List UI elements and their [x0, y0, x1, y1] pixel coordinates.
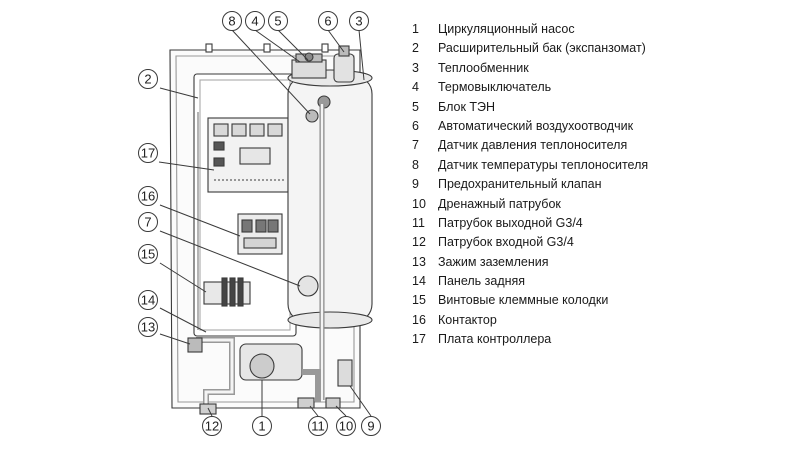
callout-4: 4	[245, 11, 265, 31]
legend-text: Контактор	[438, 312, 497, 327]
legend-text: Датчик температуры теплоносителя	[438, 157, 649, 172]
legend-number: 9	[412, 177, 419, 192]
legend-number: 17	[412, 332, 426, 347]
legend-number: 11	[412, 215, 425, 230]
legend-item: 6 Автоматический воздухоотводчик	[412, 117, 648, 136]
legend-number: 6	[412, 118, 419, 133]
svg-text:5: 5	[274, 14, 281, 29]
controller-board	[207, 117, 289, 193]
legend-item: 8 Датчик температуры теплоносителя	[412, 156, 648, 175]
legend-item: 10 Дренажный патрубок	[412, 195, 648, 214]
svg-text:7: 7	[144, 215, 151, 230]
callout-8: 8	[222, 11, 242, 31]
legend-text: Датчик давления теплоносителя	[438, 138, 628, 153]
callout-9: 9	[361, 416, 381, 436]
air-vent	[333, 45, 355, 83]
svg-text:8: 8	[228, 14, 235, 29]
callout-11: 11	[308, 416, 328, 436]
callout-1: 1	[252, 416, 272, 436]
legend-item: 14 Панель задняя	[412, 272, 648, 291]
callout-10: 10	[336, 416, 356, 436]
legend-item: 16 Контактор	[412, 311, 648, 330]
legend-text: Блок ТЭН	[438, 99, 496, 114]
legend-number: 16	[412, 312, 426, 327]
legend-number: 13	[412, 254, 426, 269]
legend-number: 3	[412, 60, 419, 75]
legend-number: 4	[412, 80, 419, 95]
svg-text:1: 1	[258, 419, 265, 434]
callout-6: 6	[318, 11, 338, 31]
svg-text:14: 14	[141, 293, 155, 308]
callout-12: 12	[202, 416, 222, 436]
legend-item: 5 Блок ТЭН	[412, 98, 648, 117]
legend-text: Панель задняя	[438, 274, 526, 289]
legend-text: Термовыключатель	[438, 80, 552, 95]
legend-text: Зажим заземления	[438, 254, 549, 269]
legend-text: Патрубок выходной G3/4	[438, 215, 583, 230]
svg-text:13: 13	[141, 320, 155, 335]
contactor	[237, 213, 283, 255]
legend-item: 3 Теплообменник	[412, 59, 648, 78]
terminal-blocks	[203, 277, 251, 307]
heating-element-block	[291, 52, 327, 79]
legend-number: 8	[412, 157, 419, 172]
legend-item: 15 Винтовые клеммные колодки	[412, 291, 648, 310]
callout-3: 3	[349, 11, 369, 31]
svg-text:2: 2	[144, 72, 151, 87]
legend-item: 7 Датчик давления теплоносителя	[412, 136, 648, 155]
callout-7: 7	[138, 212, 158, 232]
legend-text: Патрубок входной G3/4	[438, 235, 574, 250]
legend-item: 12 Патрубок входной G3/4	[412, 233, 648, 252]
legend-text: Дренажный патрубок	[438, 196, 561, 211]
circulation-pump	[239, 343, 303, 381]
boiler-diagram: 8 4 5 6 3 2 17 16 7 15 14 13 12 1 11 10 …	[138, 11, 381, 436]
legend-number: 14	[412, 274, 426, 289]
callout-14: 14	[138, 290, 158, 310]
svg-text:17: 17	[141, 146, 155, 161]
svg-text:9: 9	[367, 419, 374, 434]
svg-text:12: 12	[205, 419, 219, 434]
legend-item: 2 Расширительный бак (экспанзомат)	[412, 39, 648, 58]
legend-number: 15	[412, 293, 426, 308]
legend-text: Теплообменник	[438, 60, 529, 75]
callout-2: 2	[138, 69, 158, 89]
legend-number: 2	[412, 41, 419, 56]
svg-text:6: 6	[324, 14, 331, 29]
legend-item: 13 Зажим заземления	[412, 253, 648, 272]
legend-number: 10	[412, 196, 426, 211]
svg-text:11: 11	[311, 419, 325, 434]
svg-text:10: 10	[339, 419, 353, 434]
legend-text: Автоматический воздухоотводчик	[438, 118, 634, 133]
legend-item: 9 Предохранительный клапан	[412, 175, 648, 194]
legend-text: Расширительный бак (экспанзомат)	[438, 41, 646, 56]
legend-number: 1	[412, 22, 419, 36]
legend-item: 4 Термовыключатель	[412, 78, 648, 97]
svg-text:15: 15	[141, 247, 155, 262]
legend-item: 1 Циркуляционный насос	[412, 20, 648, 39]
parts-legend: 1 Циркуляционный насос 2 Расширительный ба…	[412, 20, 648, 350]
legend-text: Винтовые клеммные колодки	[438, 293, 609, 308]
svg-text:3: 3	[355, 14, 362, 29]
callout-16: 16	[138, 186, 158, 206]
svg-text:4: 4	[251, 14, 258, 29]
callout-17: 17	[138, 143, 158, 163]
legend-number: 7	[412, 138, 419, 153]
legend-item: 17 Плата контроллера	[412, 330, 648, 349]
legend-number: 5	[412, 99, 419, 114]
legend-text: Плата контроллера	[438, 332, 552, 347]
legend-text: Предохранительный клапан	[438, 177, 602, 192]
svg-text:16: 16	[141, 189, 155, 204]
callout-13: 13	[138, 317, 158, 337]
legend-text: Циркуляционный насос	[438, 22, 575, 36]
callout-5: 5	[268, 11, 288, 31]
callout-15: 15	[138, 244, 158, 264]
legend-number: 12	[412, 235, 426, 250]
legend-item: 11 Патрубок выходной G3/4	[412, 214, 648, 233]
